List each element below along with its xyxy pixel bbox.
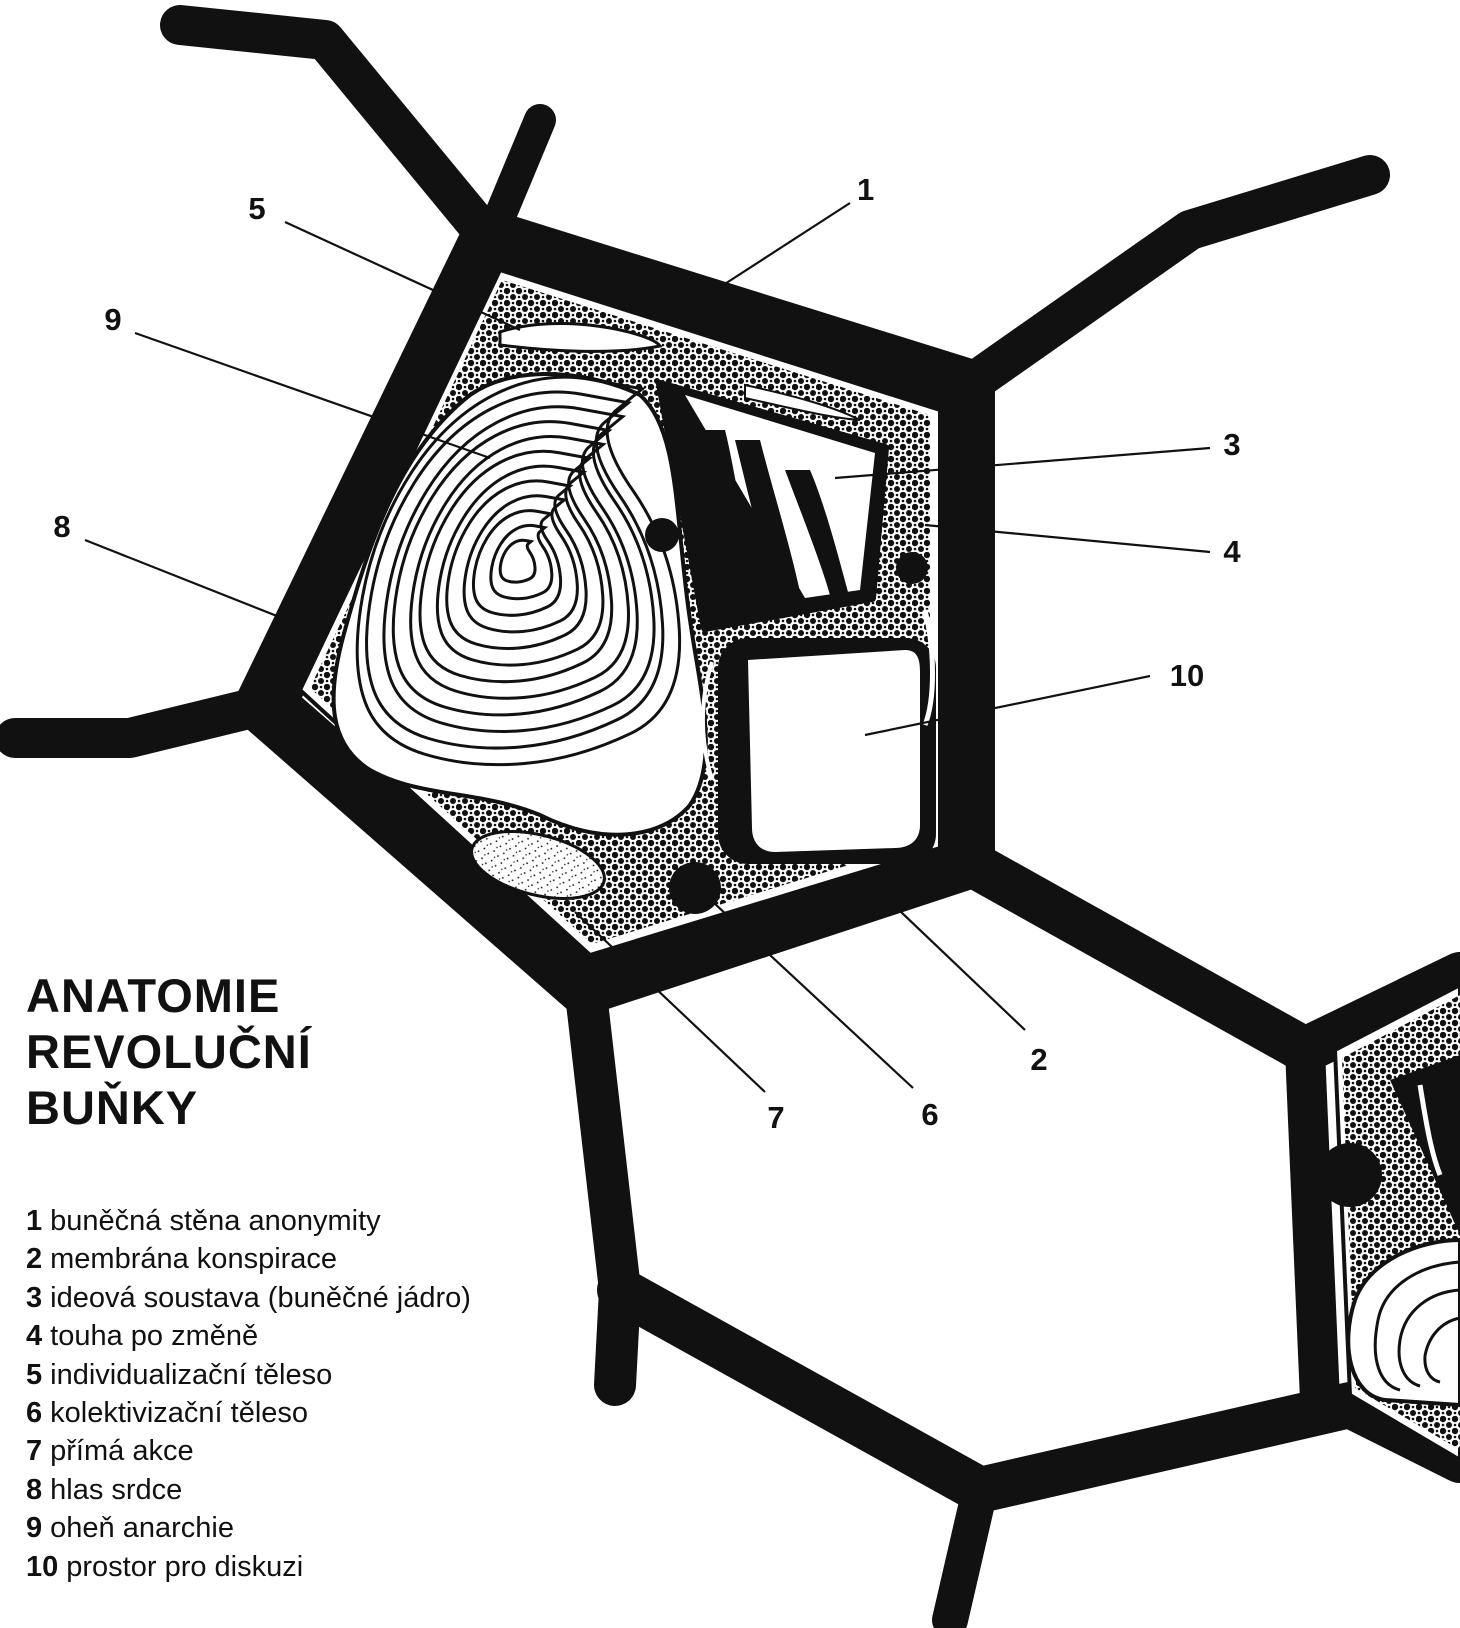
callout-6: 6	[921, 1097, 938, 1132]
leader-2	[880, 892, 1025, 1030]
legend-item: 4touha po změně	[26, 1317, 471, 1355]
legend-text: hlas srdce	[50, 1474, 182, 1506]
legend-item: 9oheň anarchie	[26, 1509, 471, 1547]
legend-number: 2	[26, 1243, 42, 1275]
legend-item: 6kolektivizační těleso	[26, 1394, 471, 1432]
callout-4: 4	[1223, 534, 1241, 569]
discussion-space	[703, 610, 936, 864]
legend-number: 4	[26, 1320, 42, 1352]
legend-list: 1buněčná stěna anonymity 2membrána konsp…	[26, 1202, 471, 1586]
callout-8: 8	[53, 509, 70, 544]
title-line-1: ANATOMIE	[26, 968, 312, 1024]
legend-item: 8hlas srdce	[26, 1471, 471, 1509]
legend-text: membrána konspirace	[50, 1243, 337, 1275]
legend-number: 8	[26, 1474, 42, 1506]
collectivization-body-small	[645, 518, 679, 552]
title-line-2: REVOLUČNÍ	[26, 1024, 312, 1080]
callout-9: 9	[104, 302, 121, 337]
legend-number: 6	[26, 1397, 42, 1429]
legend-item: 2membrána konspirace	[26, 1240, 471, 1278]
callout-1: 1	[857, 172, 874, 207]
leader-1	[700, 203, 850, 300]
legend-item: 7přímá akce	[26, 1432, 471, 1470]
callout-7: 7	[767, 1100, 784, 1135]
legend-number: 7	[26, 1435, 42, 1467]
callout-5: 5	[248, 191, 265, 226]
legend-item: 1buněčná stěna anonymity	[26, 1202, 471, 1240]
legend-text: ideová soustava (buněčné jádro)	[50, 1282, 471, 1314]
callout-3: 3	[1223, 427, 1240, 462]
legend-item: 5individualizační těleso	[26, 1356, 471, 1394]
legend-item: 10prostor pro diskuzi	[26, 1548, 471, 1586]
legend-text: touha po změně	[50, 1320, 258, 1352]
collectivization-body-small	[896, 552, 928, 584]
legend-number: 3	[26, 1282, 42, 1314]
diagram-title: ANATOMIE REVOLUČNÍ BUŇKY	[26, 968, 312, 1136]
legend-text: prostor pro diskuzi	[66, 1551, 303, 1583]
legend-text: přímá akce	[50, 1435, 193, 1467]
legend-number: 1	[26, 1205, 42, 1237]
legend-text: individualizační těleso	[50, 1359, 332, 1391]
collectivization-body	[669, 862, 721, 914]
legend-text: buněčná stěna anonymity	[50, 1205, 381, 1237]
legend-number: 10	[26, 1551, 58, 1583]
legend-number: 9	[26, 1512, 42, 1544]
legend-number: 5	[26, 1359, 42, 1391]
callout-2: 2	[1030, 1042, 1047, 1077]
callout-10: 10	[1170, 658, 1204, 693]
title-line-3: BUŇKY	[26, 1080, 312, 1136]
legend-item: 3ideová soustava (buněčné jádro)	[26, 1279, 471, 1317]
legend-text: oheň anarchie	[50, 1512, 234, 1544]
legend-text: kolektivizační těleso	[50, 1397, 308, 1429]
